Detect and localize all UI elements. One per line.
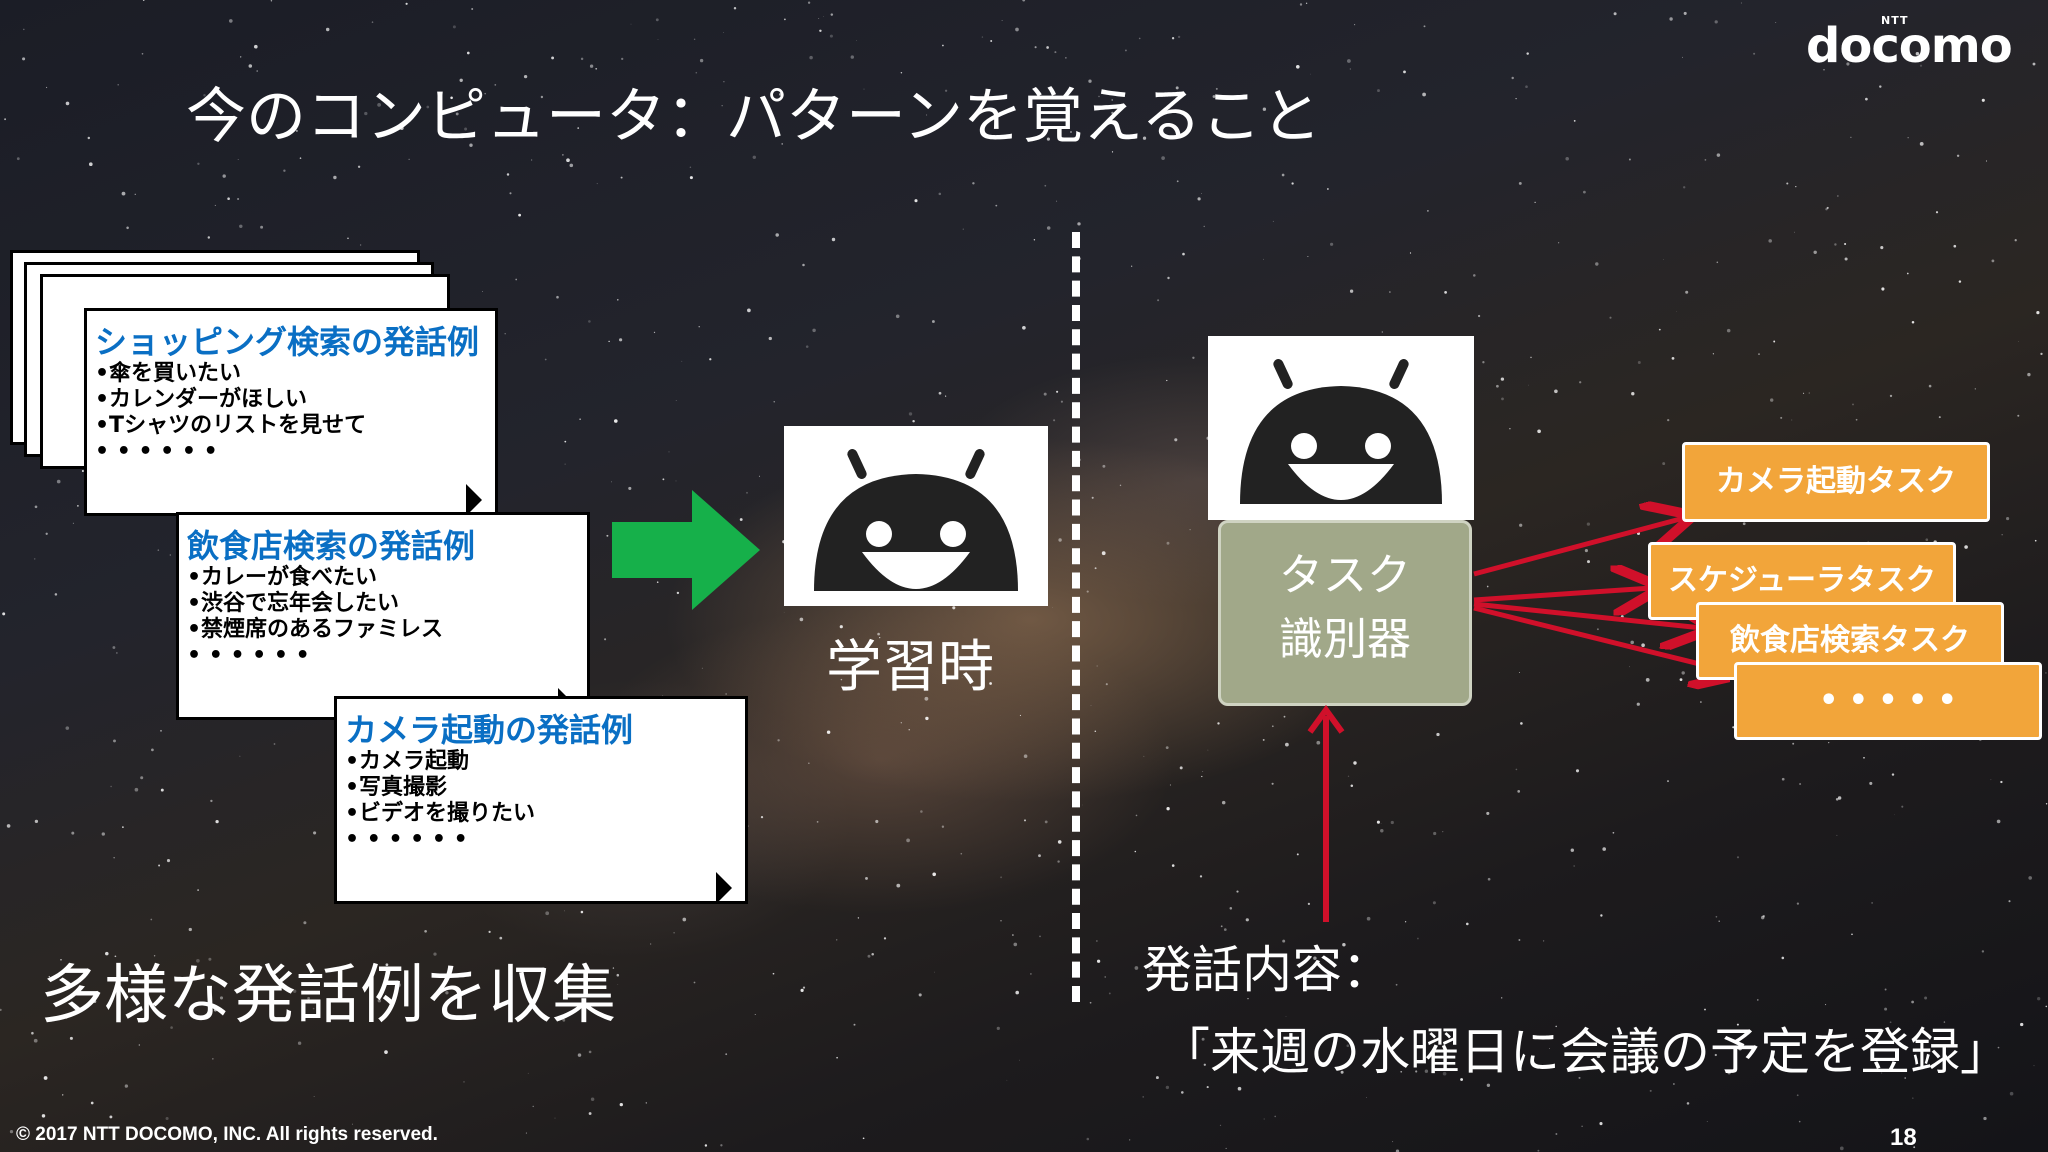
note-line: •Tシャツのリストを見せて xyxy=(95,413,367,438)
classifier-line2: 識別器 xyxy=(1279,614,1411,665)
logo-ntt: NTT xyxy=(1881,14,1909,27)
logo-name: docomo xyxy=(1806,18,2013,74)
docomo-logo: NTT docomo xyxy=(1806,14,2013,74)
robot-classifier xyxy=(1208,336,1474,520)
task-camera: カメラ起動タスク xyxy=(1682,442,1990,522)
utterance-text: 「来週の水曜日に会議の予定を登録」 xyxy=(1160,1023,2010,1081)
page-fold-inner xyxy=(719,875,745,901)
note-line: •写真撮影 xyxy=(345,775,448,800)
note-line: •カレンダーがほしい xyxy=(95,387,308,412)
note-title: 飲食店検索の発話例 xyxy=(187,527,476,565)
note-camera: カメラ起動の発話例 •カメラ起動 •写真撮影 •ビデオを撮りたい • • • •… xyxy=(334,696,748,904)
note-restaurant: 飲食店検索の発話例 •カレーが食べたい •渋谷で忘年会したい •禁煙席のあるファ… xyxy=(176,512,590,720)
copyright: © 2017 NTT DOCOMO, INC. All rights reser… xyxy=(16,1124,438,1145)
note-line: • • • • • • xyxy=(345,827,468,852)
learning-label: 学習時 xyxy=(826,635,994,700)
note-shopping: ショッピング検索の発話例 •傘を買いたい •カレンダーがほしい •Tシャツのリス… xyxy=(84,308,498,516)
red-arrows xyxy=(1473,500,1730,690)
note-line: •カレーが食べたい xyxy=(187,565,378,590)
arrow-right-icon xyxy=(612,490,760,610)
slide-title: 今のコンピュータ：パターンを覚えること xyxy=(186,82,1322,152)
classifier-line1: タスク xyxy=(1279,550,1411,601)
task-classifier: タスク 識別器 xyxy=(1218,520,1472,706)
arrow-to-scheduler xyxy=(1473,588,1652,600)
arrow-to-camera xyxy=(1473,518,1684,577)
arrow-to-restaurant xyxy=(1473,604,1702,628)
note-title: ショッピング検索の発話例 xyxy=(95,323,480,361)
note-line: •傘を買いたい xyxy=(95,361,242,386)
page-fold-inner xyxy=(469,487,495,513)
note-line: •禁煙席のあるファミレス xyxy=(187,617,444,642)
task-more: • • • • • xyxy=(1734,662,2042,740)
arrow-to-more xyxy=(1473,605,1730,672)
arrow-up-icon xyxy=(1307,704,1345,922)
note-line: •渋谷で忘年会したい xyxy=(187,591,400,616)
section-divider xyxy=(1072,232,1080,1002)
robot-learning xyxy=(784,426,1048,606)
robot-icon xyxy=(814,449,1018,591)
robot-icon xyxy=(1240,359,1442,504)
note-line: • • • • • • xyxy=(187,643,310,668)
note-line: •ビデオを撮りたい xyxy=(345,801,536,826)
utterance-label: 発話内容： xyxy=(1142,941,1392,999)
collect-label: 多様な発話例を収集 xyxy=(40,959,616,1033)
note-line: • • • • • • xyxy=(95,439,218,464)
page-number: 18 xyxy=(1890,1124,1917,1151)
note-title: カメラ起動の発話例 xyxy=(345,711,634,749)
note-line: •カメラ起動 xyxy=(345,749,470,774)
